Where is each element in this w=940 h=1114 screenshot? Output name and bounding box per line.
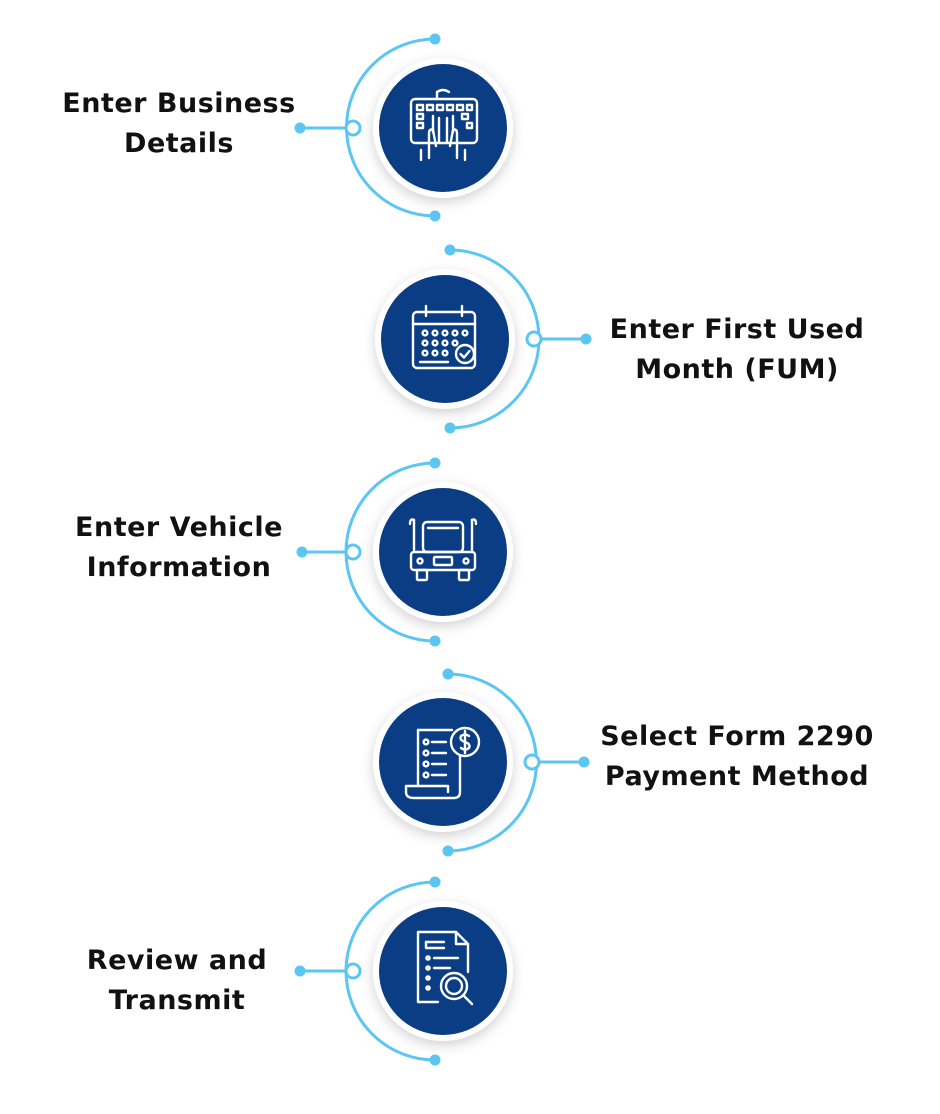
step-5-connector-dot: [294, 965, 306, 977]
truck-icon: [408, 518, 478, 582]
step-1-connector-dot: [294, 122, 306, 134]
step-5-label: Review and Transmit: [17, 941, 337, 1021]
step-4-arc-end-dot: [442, 668, 454, 680]
step-1-connector-ring: [344, 119, 362, 137]
step-1-circle: [379, 64, 507, 192]
step-1-label-line-1: Enter Business: [62, 88, 296, 119]
step-4-connector-ring: [523, 753, 541, 771]
step-4-label-line-2: Payment Method: [604, 761, 870, 792]
step-5-circle: [379, 907, 507, 1035]
step-5-arc-end-dot: [429, 876, 441, 888]
step-2-label: Enter First Used Month (FUM): [577, 310, 897, 390]
step-3-label-line-1: Enter Vehicle: [75, 512, 283, 543]
step-4-circle: [379, 698, 507, 826]
step-4-arc-end-dot: [442, 845, 454, 857]
step-5-label-line-1: Review and: [86, 945, 268, 976]
step-4-connector-dot: [578, 756, 590, 768]
step-2-arc-end-dot: [444, 244, 456, 256]
step-3-arc-end-dot: [429, 457, 441, 469]
step-5-label-line-2: Transmit: [108, 985, 246, 1016]
calendar-check-icon: [411, 304, 477, 370]
step-4-node: [373, 668, 590, 857]
step-5-arc-end-dot: [429, 1054, 441, 1066]
step-1-node: [294, 33, 513, 222]
step-2-node: [375, 244, 592, 434]
step-1-arc-end-dot: [429, 33, 441, 45]
step-3-label-line-2: Information: [86, 552, 272, 583]
step-2-connector-dot: [580, 333, 592, 345]
keyboard-hands-icon: [409, 88, 479, 162]
step-2-arc-end-dot: [444, 422, 456, 434]
step-2-label-line-1: Enter First Used: [609, 314, 865, 345]
step-4-label: Select Form 2290 Payment Method: [577, 717, 897, 797]
step-3-connector-dot: [296, 546, 308, 558]
step-5-node: [294, 876, 513, 1066]
step-3-arc-end-dot: [429, 635, 441, 647]
document-search-icon: [416, 930, 474, 1006]
step-3-label: Enter Vehicle Information: [19, 508, 339, 588]
step-1-arc-end-dot: [429, 210, 441, 222]
step-2-connector-ring: [525, 330, 543, 348]
receipt-dollar-icon: [404, 726, 481, 800]
step-5-connector-ring: [344, 962, 362, 980]
step-4-label-line-1: Select Form 2290: [600, 721, 874, 752]
step-1-label-line-2: Details: [124, 128, 234, 159]
step-2-circle: [381, 275, 509, 403]
step-3-node: [296, 457, 513, 647]
step-2-label-line-2: Month (FUM): [635, 354, 839, 385]
step-3-connector-ring: [344, 543, 362, 561]
step-1-label: Enter Business Details: [19, 84, 339, 164]
